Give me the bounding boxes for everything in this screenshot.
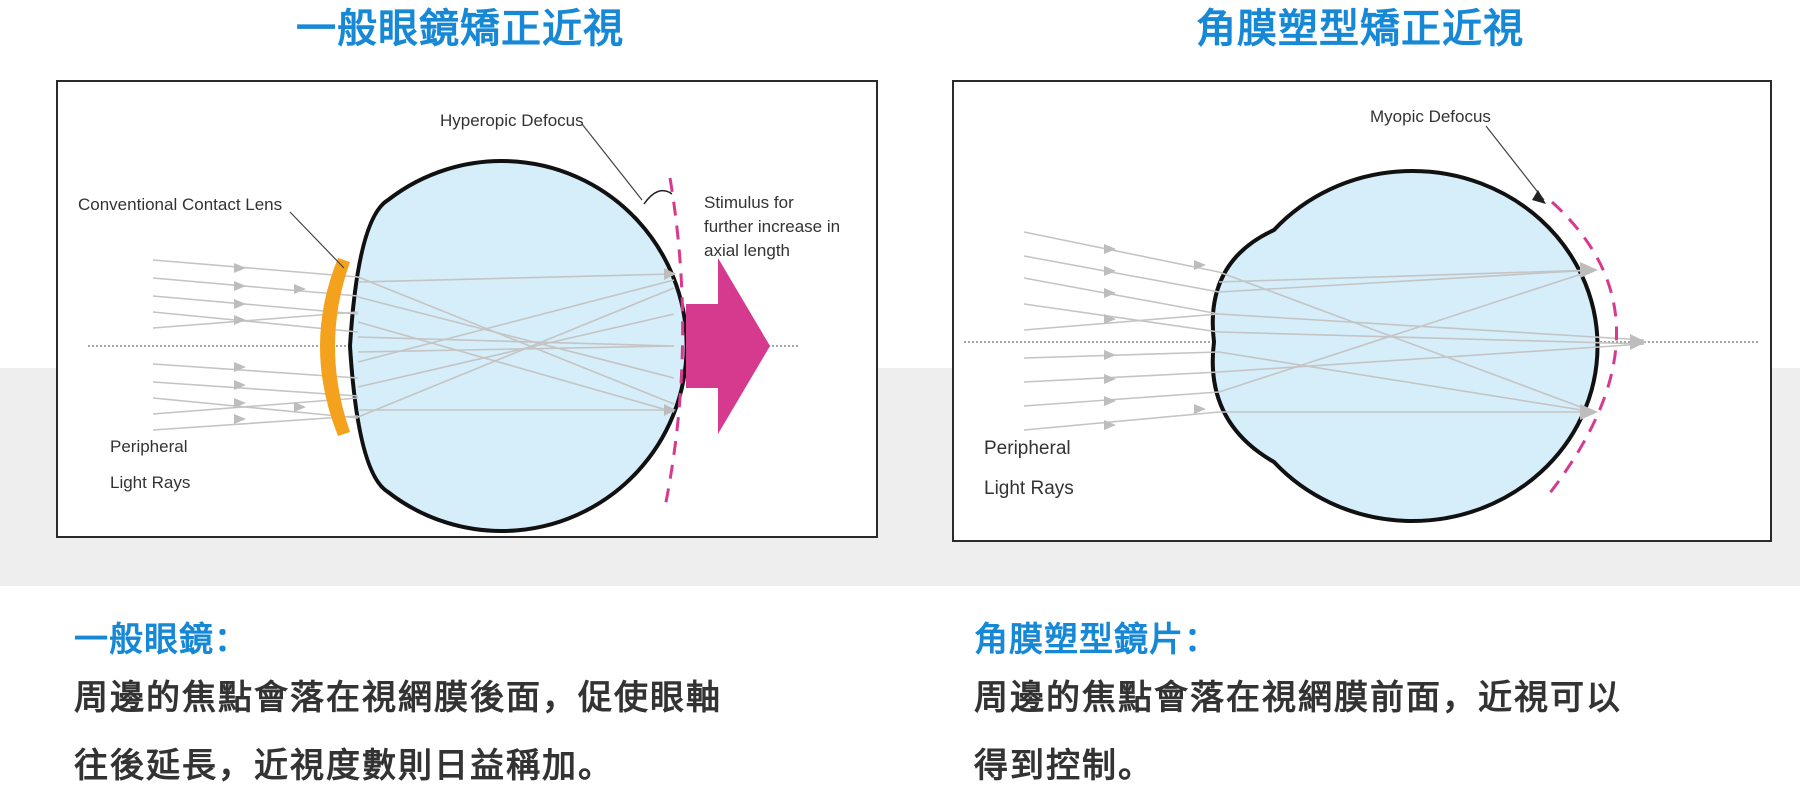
hyperopic-leader-line <box>581 123 643 201</box>
light-rays-label: Light Rays <box>110 473 190 492</box>
incoming-ray-arrows <box>234 263 306 424</box>
eye-globe <box>1210 169 1600 523</box>
left-caption-body: 周邊的焦點會落在視網膜後面，促使眼軸 往後延長，近視度數則日益稱加。 <box>74 664 894 800</box>
myopic-defocus-curve <box>1544 200 1618 499</box>
leader-arrowhead <box>1532 190 1546 204</box>
left-diagram-frame: Hyperopic Defocus Conventional Contact L… <box>56 80 878 538</box>
lens-leader-line <box>289 211 345 269</box>
left-caption-heading: 一般眼鏡： <box>74 620 249 660</box>
myopic-defocus-label: Myopic Defocus <box>1370 107 1491 126</box>
right-caption-line1: 周邊的焦點會落在視網膜前面，近視可以 <box>974 678 1622 718</box>
hyperopic-defocus-curve <box>662 177 685 513</box>
left-caption-line1: 周邊的焦點會落在視網膜後面，促使眼軸 <box>74 678 722 718</box>
myopic-leader-line <box>1485 125 1545 201</box>
right-caption-body: 周邊的焦點會落在視網膜前面，近視可以 得到控制。 <box>974 664 1794 800</box>
internal-rays <box>357 273 675 418</box>
peripheral-label: Peripheral <box>110 437 188 456</box>
eye-globe <box>347 159 689 533</box>
stimulus-label-line2: further increase in <box>704 217 840 236</box>
incoming-light-rays <box>1023 231 1220 431</box>
light-rays-label: Light Rays <box>984 478 1074 499</box>
left-caption-line2: 往後延長，近視度數則日益稱加。 <box>74 746 614 786</box>
right-caption-heading: 角膜塑型鏡片： <box>974 620 1219 660</box>
right-diagram-frame: Myopic Defocus Peripheral Light Rays <box>952 80 1772 542</box>
conventional-lens-shape <box>320 258 350 436</box>
left-panel-title: 一般眼鏡矯正近視 <box>296 6 624 52</box>
stimulus-label-line1: Stimulus for <box>704 193 794 212</box>
left-eye-diagram: Hyperopic Defocus Conventional Contact L… <box>78 111 840 533</box>
right-eye-diagram: Myopic Defocus Peripheral Light Rays <box>964 107 1760 523</box>
stimulus-label-line3: axial length <box>704 241 790 260</box>
hyperopic-defocus-label: Hyperopic Defocus <box>440 111 584 130</box>
retina-ray-arrows <box>1580 262 1646 420</box>
right-caption-line2: 得到控制。 <box>974 746 1154 786</box>
internal-rays <box>1218 269 1645 413</box>
incoming-ray-arrows <box>1104 244 1206 430</box>
conventional-lens-label: Conventional Contact Lens <box>78 195 282 214</box>
peripheral-label: Peripheral <box>984 438 1071 459</box>
defocus-gap-arc <box>643 189 673 205</box>
stimulus-arrow <box>686 258 770 434</box>
retina-ray-arrows <box>664 268 676 416</box>
right-panel-title: 角膜塑型矯正近視 <box>1196 6 1524 52</box>
